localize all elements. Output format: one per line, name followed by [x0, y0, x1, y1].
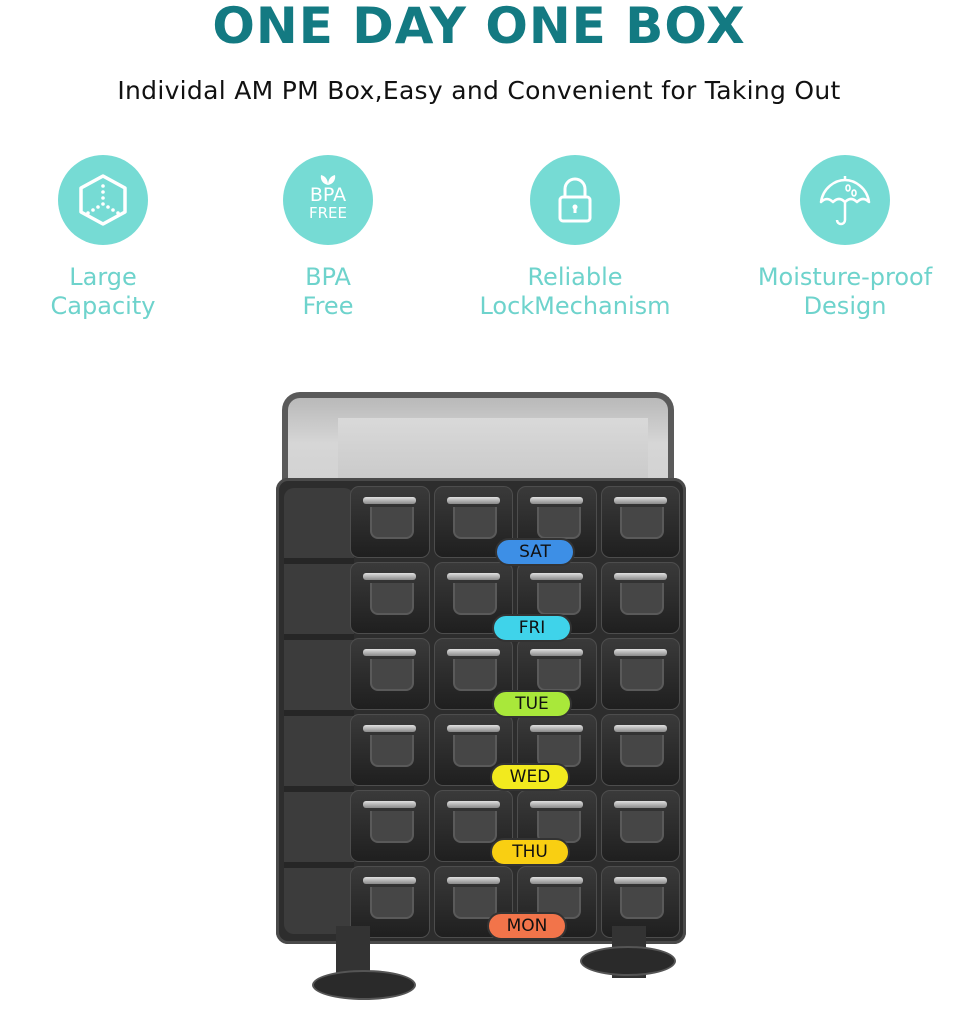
cube-icon: [58, 155, 148, 245]
day-tag-fri: FRI: [492, 614, 572, 642]
padlock-icon: [530, 155, 620, 245]
compartment: [350, 486, 430, 558]
bpa-free-leaf-icon: BPA FREE: [283, 155, 373, 245]
feature-reliable-lock: Reliable LockMechanism: [455, 155, 695, 321]
compartment: [600, 790, 680, 862]
feature-label: Moisture-proof Design: [757, 263, 933, 320]
page-subtitle: Individal AM PM Box,Easy and Convenient …: [117, 76, 841, 105]
day-tag-tue: TUE: [492, 690, 572, 718]
feature-label: Reliable LockMechanism: [479, 263, 671, 320]
feature-large-capacity: Large Capacity: [0, 155, 223, 321]
pill-organizer-image: SAT FRI TUE WED THU MON: [276, 386, 690, 1022]
umbrella-icon: [800, 155, 890, 245]
feature-bpa-free: BPA FREE BPA Free: [208, 155, 448, 321]
organizer-body: [276, 478, 686, 944]
compartment: [350, 562, 430, 634]
compartment-grid: [350, 486, 680, 938]
organizer-feet: [276, 926, 690, 1022]
compartment: [350, 638, 430, 710]
compartment: [600, 562, 680, 634]
compartment: [350, 790, 430, 862]
day-tag-sat: SAT: [495, 538, 575, 566]
compartment: [600, 714, 680, 786]
feature-label: Large Capacity: [50, 263, 156, 320]
compartment: [600, 486, 680, 558]
feature-label: BPA Free: [302, 263, 354, 320]
day-tag-mon: MON: [487, 912, 567, 940]
page-title: ONE DAY ONE BOX: [212, 0, 746, 55]
compartment: [600, 638, 680, 710]
day-tag-wed: WED: [490, 763, 570, 791]
compartment: [350, 714, 430, 786]
feature-moisture-proof: Moisture-proof Design: [725, 155, 958, 321]
day-tag-thu: THU: [490, 838, 570, 866]
